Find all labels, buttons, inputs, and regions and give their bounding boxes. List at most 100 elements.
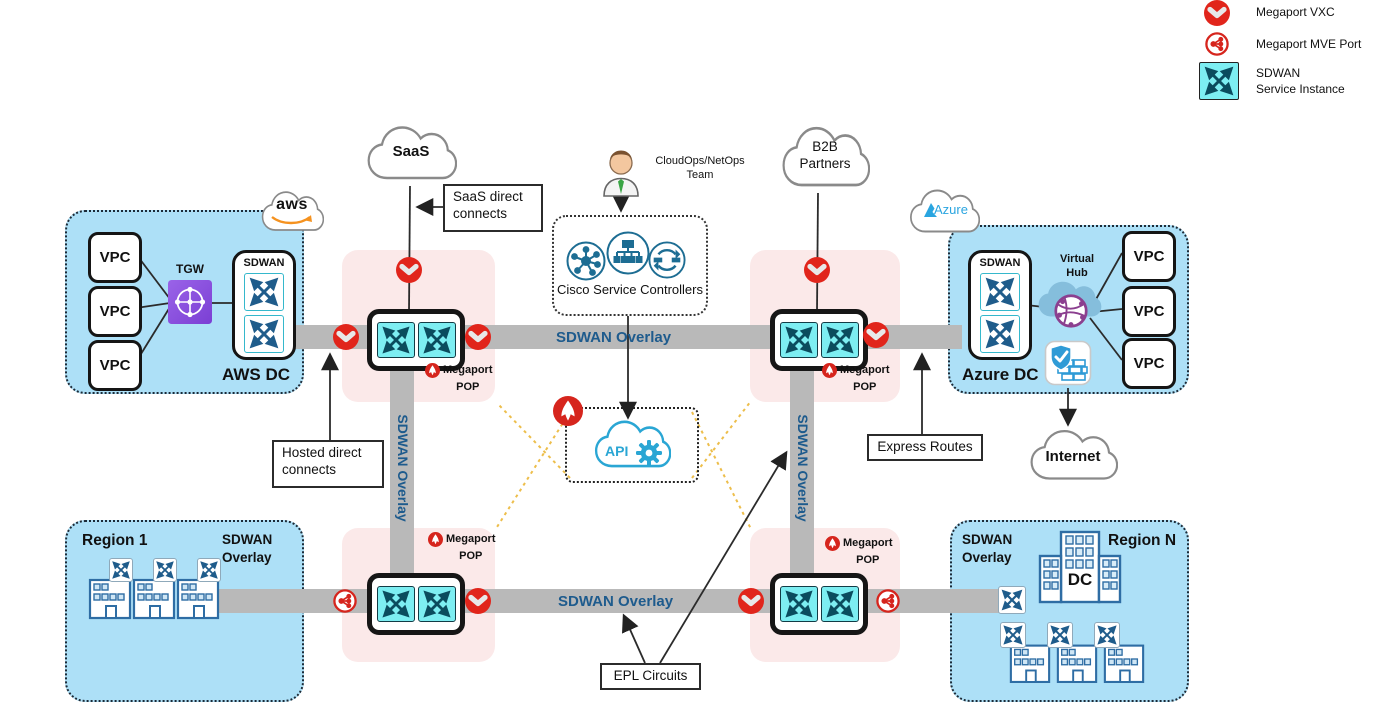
- sdwan-instance-icon: [376, 322, 415, 358]
- megaport-logo-icon: [428, 532, 443, 547]
- mve-box-bottom-right: [770, 573, 868, 635]
- epl-arrow-left: [622, 613, 646, 664]
- virtual-hub-globe-icon: [1050, 290, 1092, 332]
- aws-sdwan-box: SDWAN: [232, 250, 296, 360]
- mve-box-bottom-left: [367, 573, 465, 635]
- aws-vpc-1: VPC: [88, 232, 142, 283]
- pop-label-bottom-left: Megaport POP: [428, 531, 496, 564]
- aws-dc-title: AWS DC: [222, 365, 290, 384]
- pop-label-top-right: Megaport POP: [822, 362, 890, 395]
- controller-sync-icon: [648, 241, 686, 279]
- megaport-logo-icon: [553, 396, 583, 426]
- mve-box-top-left: [367, 309, 465, 371]
- b2b-partners-cloud: B2B Partners: [780, 122, 870, 194]
- api-label: API: [605, 443, 629, 459]
- sdwan-instance-icon: [980, 315, 1020, 353]
- controller-hub-icon: [566, 241, 606, 281]
- sdwan-instance-icon: [1047, 622, 1073, 648]
- regionN-title: Region N: [1108, 532, 1177, 549]
- sdwan-instance-icon: [417, 586, 456, 622]
- firewall-icon: [1044, 340, 1092, 386]
- epl-circuits-callout: EPL Circuits: [600, 663, 701, 690]
- azure-vpc-3: VPC: [1122, 338, 1176, 389]
- thin-connectors: [135, 185, 1123, 664]
- megaport-vxc-icon: [804, 257, 830, 283]
- aws-logo-cloud: aws: [260, 188, 324, 236]
- hosted-direct-callout: Hosted direct connects: [272, 440, 384, 488]
- azure-logo-icon: [924, 203, 937, 217]
- megaport-vxc-icon: [465, 324, 491, 350]
- azure-logo: Azure: [934, 202, 968, 217]
- cloudops-team-label: CloudOps/NetOps Team: [655, 155, 745, 181]
- sdwan-instance-icon: [153, 558, 177, 582]
- sdwan-instance-icon: [417, 322, 456, 358]
- tgw-label: TGW: [176, 262, 204, 276]
- cloudops-person-icon: [598, 147, 644, 197]
- azure-logo-cloud: Azure: [908, 186, 980, 238]
- sdwan-instance-icon: [109, 558, 133, 582]
- virtual-hub-label: Virtual Hub: [1059, 253, 1095, 279]
- azure-vpc-1: VPC: [1122, 231, 1176, 282]
- azure-sdwan-box: SDWAN: [968, 250, 1032, 360]
- sdwan-instance-icon: [779, 322, 818, 358]
- azure-vpc-2: VPC: [1122, 286, 1176, 337]
- sdwan-instance-icon: [779, 586, 818, 622]
- cisco-controllers-box: Cisco Service Controllers: [552, 215, 708, 316]
- dc-building-icon: [1035, 530, 1125, 608]
- aws-vpc-2: VPC: [88, 286, 142, 337]
- overlay-label-top: SDWAN Overlay: [556, 329, 672, 346]
- sdwan-instance-icon: [980, 273, 1020, 311]
- overlay-label-bottom: SDWAN Overlay: [558, 593, 674, 610]
- megaport-mve-port-icon: [876, 589, 900, 613]
- controller-hierarchy-icon: [606, 231, 650, 275]
- megaport-vxc-icon: [863, 322, 889, 348]
- aws-vpc-3: VPC: [88, 340, 142, 391]
- cisco-controllers-title: Cisco Service Controllers: [557, 282, 703, 297]
- sdwan-instance-icon: [1000, 622, 1026, 648]
- sdwan-instance-icon: [244, 273, 284, 311]
- saas-to-pop-line: [408, 185, 411, 313]
- sdwan-instance-icon: [376, 586, 415, 622]
- sdwan-instance-icon: [197, 558, 221, 582]
- overlay-label-right: SDWAN Overlay: [795, 414, 811, 522]
- pop-label-top-left: Megaport POP: [425, 362, 493, 395]
- saas-cloud: SaaS: [365, 122, 457, 186]
- gear-icon: [635, 439, 663, 467]
- megaport-logo-icon: [825, 536, 840, 551]
- sdwan-instance-icon: [1094, 622, 1120, 648]
- legend-vxc-label: Megaport VXC: [1256, 5, 1335, 19]
- tgw-icon: [168, 280, 212, 324]
- megaport-logo-icon: [822, 363, 837, 378]
- megaport-mve-port-icon: [333, 589, 357, 613]
- sdwan-instance-icon: [820, 586, 859, 622]
- megaport-vxc-icon: [396, 257, 422, 283]
- legend-sdwan-label: SDWAN Service Instance: [1256, 66, 1345, 96]
- megaport-vxc-icon: [333, 324, 359, 350]
- region1-title: Region 1: [82, 532, 148, 549]
- regionN-overlay-label: SDWAN Overlay: [962, 532, 1013, 565]
- sdwan-service-instance-icon: [1199, 62, 1239, 100]
- regionN-dc-label: DC: [1067, 570, 1093, 589]
- megaport-vxc-icon: [738, 588, 764, 614]
- azure-dc-title: Azure DC: [962, 365, 1039, 384]
- aws-swoosh-icon: [271, 215, 312, 225]
- sdwan-instance-icon: [820, 322, 859, 358]
- region1-overlay-label: SDWAN Overlay: [222, 532, 273, 565]
- megaport-mve-port-icon: [1205, 32, 1229, 56]
- api-cloud: API: [593, 417, 672, 473]
- sdwan-instance-icon: [244, 315, 284, 353]
- express-routes-callout: Express Routes: [867, 434, 983, 461]
- legend-mve-label: Megaport MVE Port: [1256, 37, 1362, 51]
- internet-cloud: Internet: [1028, 426, 1118, 486]
- pop-label-bottom-right: Megaport POP: [825, 535, 893, 568]
- megaport-vxc-icon: [1204, 0, 1230, 26]
- sdwan-instance-icon: [998, 586, 1026, 614]
- b2b-to-pop-line: [816, 192, 819, 313]
- megaport-vxc-icon: [465, 588, 491, 614]
- megaport-logo-icon: [425, 363, 440, 378]
- api-dashed-links: [496, 400, 752, 530]
- overlay-label-left: SDWAN Overlay: [395, 414, 411, 522]
- aws-logo: aws: [276, 196, 308, 213]
- saas-direct-callout: SaaS direct connects: [443, 184, 543, 232]
